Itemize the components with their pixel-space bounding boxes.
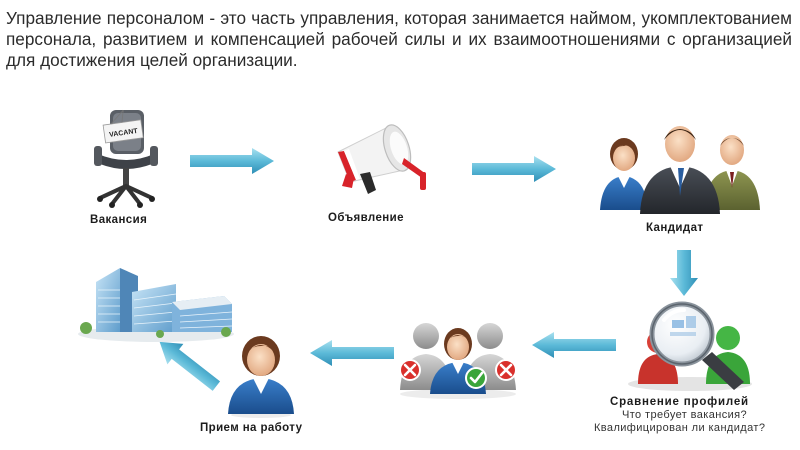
vacant-sign-text: VACANT [109,128,139,139]
arrow-left-icon [310,340,394,366]
arrow-right-icon [472,156,556,182]
arrow-down-icon [670,250,698,296]
announcement-label: Объявление [328,212,404,224]
people-group-icon [600,126,760,214]
arrow-left-icon [532,332,616,358]
office-building-icon [78,268,234,342]
hiring-label: Прием на работу [200,422,303,434]
comparison-question-vacancy: Что требует вакансия? [622,409,748,421]
comparison-question-candidate: Квалифицирован ли кандидат? [594,422,766,434]
employee-icon [228,336,294,418]
arrow-right-icon [190,148,274,174]
people-accept-reject-icon [399,323,517,399]
magnifier-icon [628,301,752,391]
megaphone-icon [337,124,426,194]
arrow-up-left-icon [159,341,221,391]
candidate-label: Кандидат [646,222,704,234]
intro-paragraph: Управление персоналом - это часть управл… [6,8,792,70]
comparison-label: Сравнение профилей [610,396,749,408]
office-chair-icon: VACANT [94,109,158,208]
vacancy-label: Вакансия [90,214,148,226]
